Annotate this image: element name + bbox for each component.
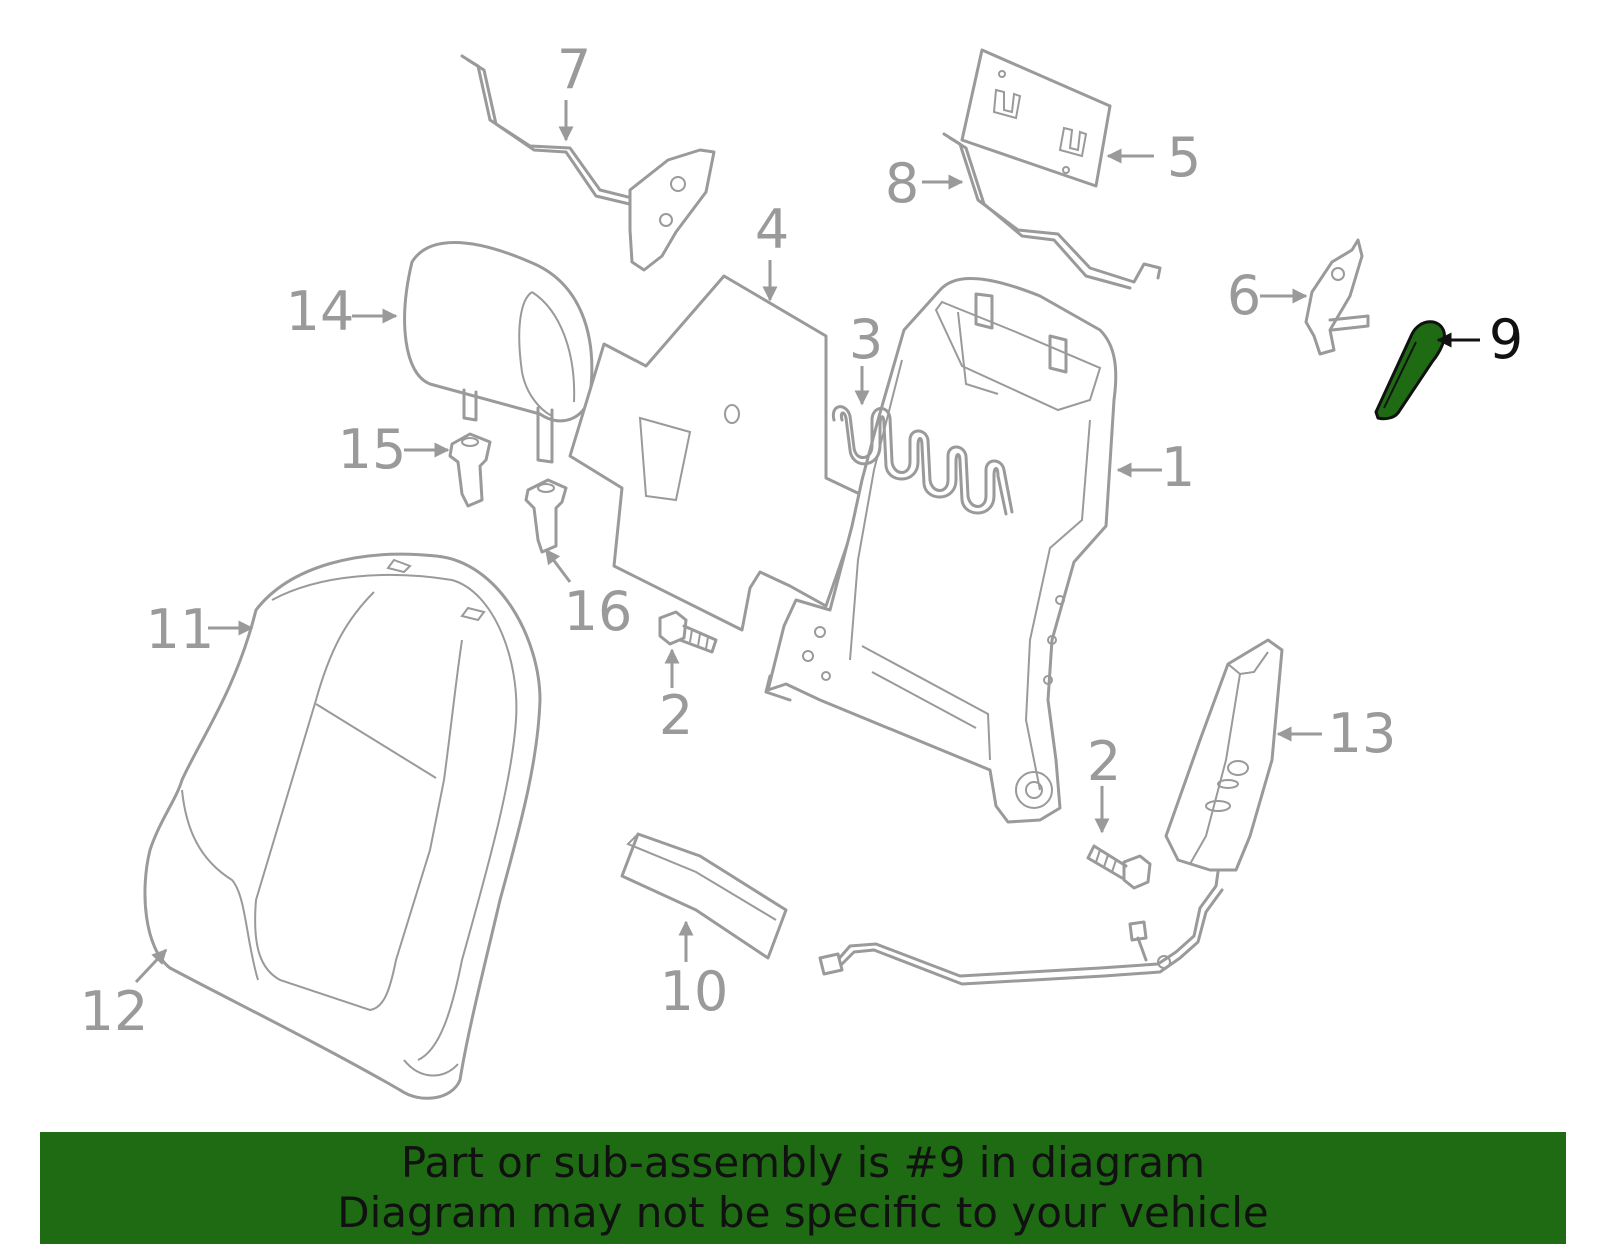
callout-arrows <box>134 100 1480 984</box>
callout-5: 5 <box>1167 126 1201 189</box>
callout-labels: 7 4 3 8 5 6 9 1 14 15 16 2 2 13 11 12 10 <box>80 38 1524 1043</box>
callout-16: 16 <box>564 580 633 643</box>
part-2-bolt-a <box>658 610 718 654</box>
part-9-cover-highlighted <box>1374 320 1446 421</box>
part-6-bracket <box>1304 238 1370 356</box>
part-8-rod <box>942 132 1162 290</box>
part-11-12-seat-back-cover <box>143 552 542 1100</box>
part-16-guide <box>524 478 568 554</box>
arrow-12 <box>134 948 168 984</box>
callout-4: 4 <box>755 198 789 261</box>
part-13-side-shield <box>1164 638 1284 872</box>
callout-7: 7 <box>557 38 591 101</box>
part-2-bolt-b <box>1086 844 1152 890</box>
part-10-trim-strip <box>620 832 788 960</box>
callout-2a: 2 <box>659 684 693 747</box>
callout-11: 11 <box>146 598 215 661</box>
callout-6: 6 <box>1227 264 1261 327</box>
part-15-guide <box>448 432 492 508</box>
banner-line-2: Diagram may not be specific to your vehi… <box>337 1188 1269 1237</box>
callout-12: 12 <box>80 980 149 1043</box>
callout-8: 8 <box>885 152 919 215</box>
part-1-seat-frame <box>764 277 1118 824</box>
callout-10: 10 <box>660 960 729 1023</box>
callout-13: 13 <box>1328 702 1397 765</box>
part-3-spring <box>831 405 1014 516</box>
part-14-headrest <box>403 241 594 464</box>
callout-2b: 2 <box>1087 730 1121 793</box>
banner-line-1: Part or sub-assembly is #9 in diagram <box>400 1138 1206 1187</box>
part-7-recliner-bracket <box>460 54 716 272</box>
parts-diagram: 7 4 3 8 5 6 9 1 14 15 16 2 2 13 11 12 10 <box>80 38 1524 1100</box>
callout-3: 3 <box>849 308 883 371</box>
part-5-back-panel <box>960 48 1112 188</box>
callout-9: 9 <box>1489 308 1523 371</box>
part-4-back-board <box>568 274 866 632</box>
callout-1: 1 <box>1161 436 1195 499</box>
callout-14: 14 <box>286 280 355 343</box>
callout-15: 15 <box>338 418 407 481</box>
wire-harness <box>818 870 1224 986</box>
highlight-banner: Part or sub-assembly is #9 in diagram Di… <box>40 1132 1566 1244</box>
arrow-16 <box>544 548 572 583</box>
